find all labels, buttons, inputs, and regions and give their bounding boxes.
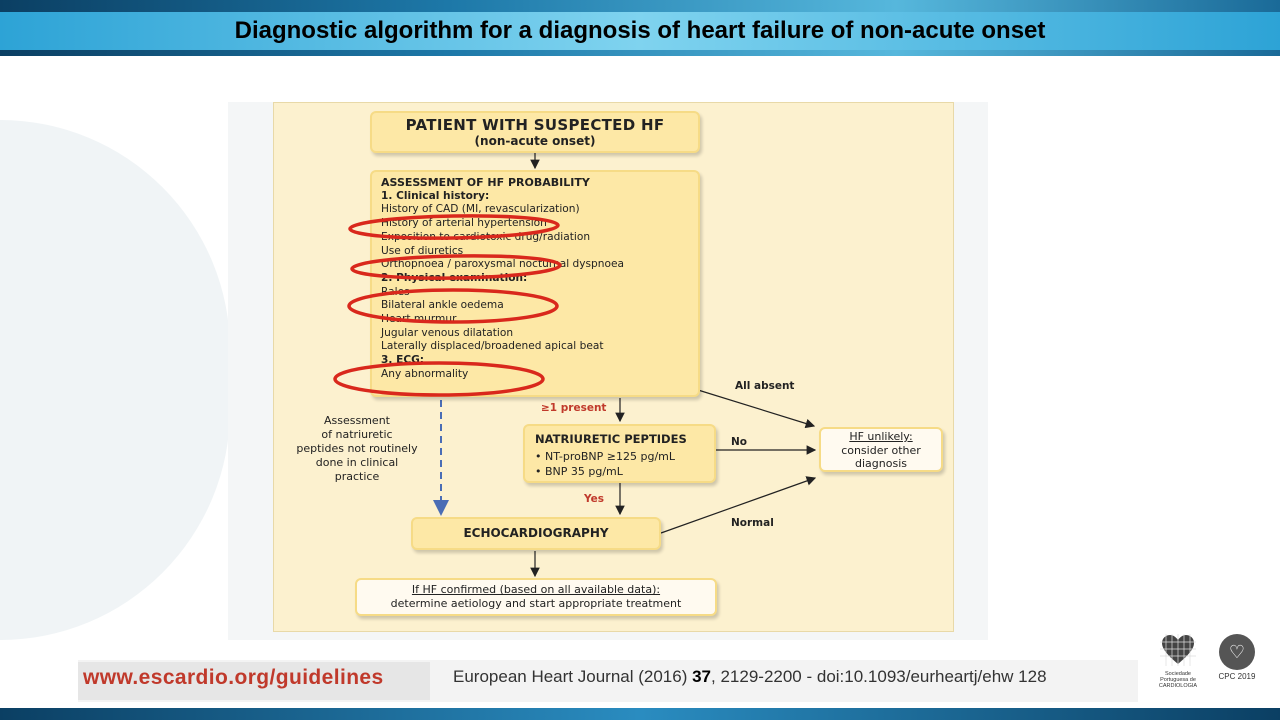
clinical-item: History of arterial hypertension <box>381 217 547 230</box>
label-normal: Normal <box>731 517 774 529</box>
guidelines-link[interactable]: www.escardio.org/guidelines <box>83 666 384 689</box>
label-all-absent: All absent <box>735 380 795 392</box>
clinical-heading: 1. Clinical history: <box>381 189 490 202</box>
unlikely-line1: HF unlikely: <box>849 430 913 443</box>
journal-pre: European Heart Journal (2016) <box>453 667 693 686</box>
journal-citation: European Heart Journal (2016) 37, 2129-2… <box>453 667 1047 687</box>
patient-box: PATIENT WITH SUSPECTED HF (non-acute ons… <box>370 111 700 153</box>
cpc-logo-text: CPC 2019 <box>1218 672 1256 681</box>
url-box <box>78 662 430 700</box>
clinical-item: Exposition to cardiotoxic drug/radiation <box>381 230 591 243</box>
ecg-item: Any abnormality <box>381 367 469 380</box>
physical-item: Rales <box>381 285 410 298</box>
side-note-line: done in clinical <box>315 456 399 469</box>
confirmed-line1: If HF confirmed (based on all available … <box>411 583 661 596</box>
cpc-logo: ♡ CPC 2019 <box>1212 634 1262 696</box>
clinical-item: History of CAD (MI, revascularization) <box>381 203 580 216</box>
clinical-item: Use of diuretics <box>381 244 464 257</box>
physical-item: Laterally displaced/broadened apical bea… <box>381 340 604 353</box>
spc-logo: Sociedade Portuguesa de CARDIOLOGIA <box>1152 634 1204 696</box>
physical-item: Heart murmur <box>381 313 457 326</box>
unlikely-line3: diagnosis <box>855 457 907 470</box>
background-swoosh <box>0 120 230 640</box>
physical-item: Jugular venous dilatation <box>381 326 514 339</box>
natriuretic-item: • NT-proBNP ≥125 pg/mL <box>535 450 676 463</box>
natriuretic-item: • BNP 35 pg/mL <box>535 465 623 478</box>
side-note-line: Assessment <box>324 414 390 427</box>
physical-item: Bilateral ankle oedema <box>381 299 504 312</box>
label-no: No <box>731 436 748 448</box>
title-bar <box>0 12 1280 50</box>
label-yes: Yes <box>584 493 605 505</box>
natriuretic-box: NATRIURETIC PEPTIDES • NT-proBNP ≥125 pg… <box>523 424 716 483</box>
spc-logo-text: Sociedade Portuguesa de CARDIOLOGIA <box>1158 671 1198 689</box>
hf-confirmed-box: If HF confirmed (based on all available … <box>355 578 717 616</box>
label-one-present: ≥1 present <box>541 402 607 414</box>
heart-grid-icon <box>1160 634 1196 666</box>
ecg-heading: 3. ECG: <box>381 354 425 367</box>
heart-icon: ♡ <box>1219 634 1255 670</box>
journal-volume: 37 <box>692 667 712 686</box>
echo-box: ECHOCARDIOGRAPHY <box>411 517 661 550</box>
patient-line1: PATIENT WITH SUSPECTED HF <box>405 116 665 134</box>
unlikely-line2: consider other <box>841 443 921 457</box>
physical-heading: 2. Physical examination: <box>381 271 528 284</box>
side-note-line: peptides not routinely <box>296 442 418 455</box>
hf-unlikely-box: HF unlikely: consider other diagnosis <box>819 427 943 472</box>
journal-post: , 2129-2200 - doi:10.1093/eurheartj/ehw … <box>711 667 1047 686</box>
side-note: Assessment of natriuretic peptides not r… <box>288 414 426 484</box>
confirmed-line2: determine aetiology and start appropriat… <box>390 597 682 610</box>
slide-title: Diagnostic algorithm for a diagnosis of … <box>234 17 1046 44</box>
footer-band <box>0 708 1280 720</box>
patient-line2: (non-acute onset) <box>474 134 596 148</box>
natriuretic-heading: NATRIURETIC PEPTIDES <box>535 432 687 446</box>
clinical-item: Orthopnoea / paroxysmal nocturnal dyspno… <box>381 258 624 271</box>
side-note-line: of natriuretic <box>321 428 393 441</box>
assessment-box: ASSESSMENT OF HF PROBABILITY 1. Clinical… <box>370 170 700 397</box>
assessment-heading: ASSESSMENT OF HF PROBABILITY <box>381 176 590 189</box>
side-note-line: practice <box>334 470 380 483</box>
